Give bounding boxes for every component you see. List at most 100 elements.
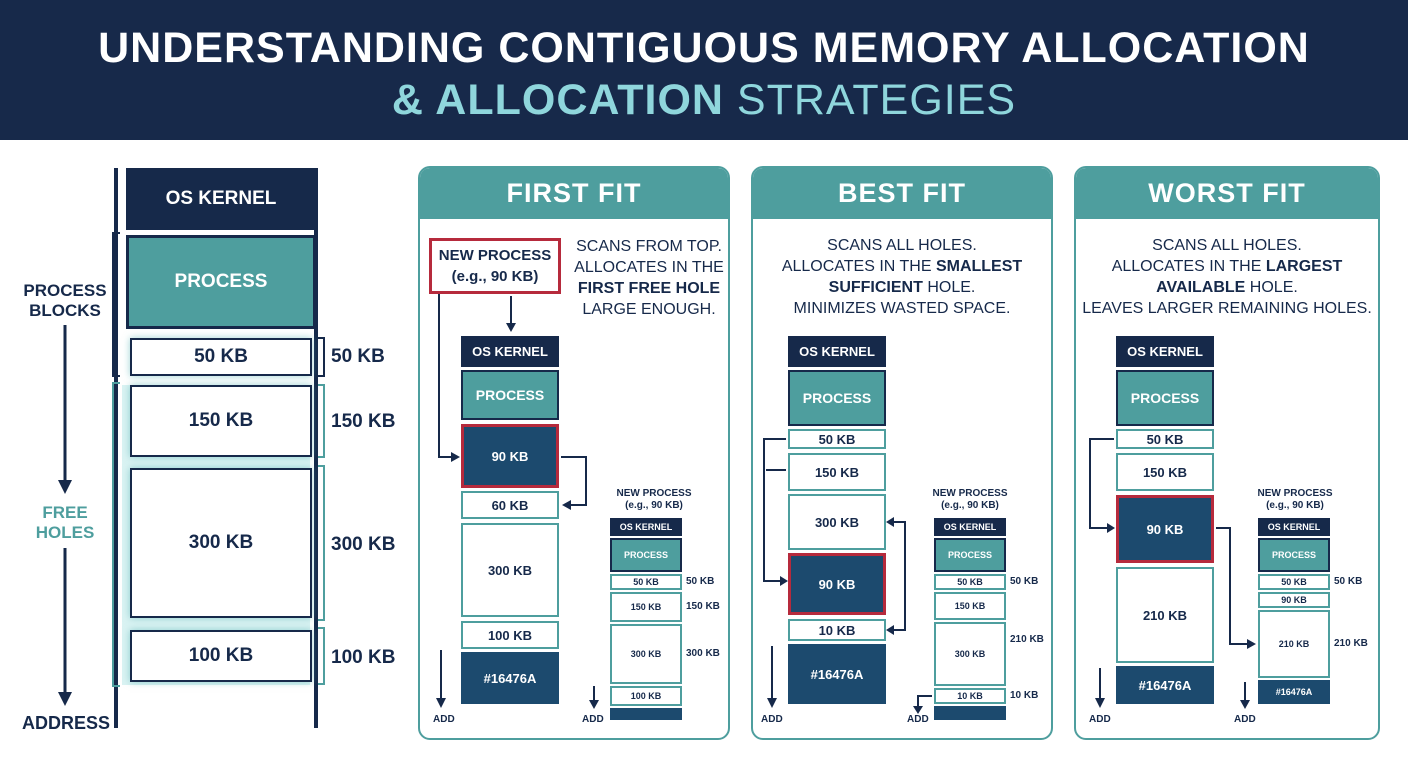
wf-desc-l2: ALLOCATES IN THE LARGEST <box>1076 256 1378 277</box>
bf-small-process: PROCESS <box>934 538 1006 572</box>
wf-desc-l3a: AVAILABLE <box>1156 279 1246 296</box>
ff-small-end <box>610 708 682 720</box>
bf-os-kernel: OS KERNEL <box>788 336 886 367</box>
wf-process: PROCESS <box>1116 370 1214 426</box>
bf-small-os-kernel: OS KERNEL <box>934 518 1006 536</box>
bf-process: PROCESS <box>788 370 886 426</box>
wf-small-side-210: 210 KB <box>1334 638 1368 649</box>
bf-hole-300: 300 KB <box>788 494 886 550</box>
ff-process: PROCESS <box>461 370 559 420</box>
worst-fit-panel: WORST FIT SCANS ALL HOLES. ALLOCATES IN … <box>1074 166 1380 740</box>
address-label: ADDRESS <box>22 713 111 733</box>
title-line-2: & ALLOCATION STRATEGIES <box>0 76 1408 125</box>
bf-desc-l2: ALLOCATES IN THE SMALLEST <box>753 256 1051 277</box>
free-holes-label-l2: HOLES <box>35 523 95 542</box>
ff-small-add-label: ADD <box>582 714 604 725</box>
ff-hole-60: 60 KB <box>461 491 559 519</box>
wf-os-kernel: OS KERNEL <box>1116 336 1214 367</box>
title-line-2-bold: & ALLOCATION <box>391 76 724 124</box>
bf-desc-l2a: ALLOCATES IN THE <box>781 258 936 275</box>
ff-small-new-process: NEW PROCESS (e.g., 90 KB) <box>604 488 704 512</box>
wf-desc-l3b: HOLE. <box>1245 279 1298 296</box>
bf-small-side-50: 50 KB <box>1010 576 1039 587</box>
ff-small-hole-50: 50 KB <box>610 574 682 590</box>
free-holes-label-l1: FREE <box>42 503 88 522</box>
first-fit-new-process-box: NEW PROCESS (e.g., 90 KB) <box>429 238 561 294</box>
best-fit-title: BEST FIT <box>753 168 1051 219</box>
wf-desc-l3: AVAILABLE HOLE. <box>1076 277 1378 298</box>
bf-small-hole-10: 10 KB <box>934 688 1006 704</box>
wf-small-os-kernel: OS KERNEL <box>1258 518 1330 536</box>
first-fit-panel: FIRST FIT NEW PROCESS (e.g., 90 KB) SCAN… <box>418 166 730 740</box>
worst-fit-title: WORST FIT <box>1076 168 1378 219</box>
bf-allocated-90: 90 KB <box>788 553 886 615</box>
bf-end-block: #16476A <box>788 644 886 704</box>
ff-allocated-90: 90 KB <box>461 424 559 488</box>
bf-small-np-l2: (e.g., 90 KB) <box>941 500 999 511</box>
bf-hole-10: 10 KB <box>788 619 886 641</box>
ff-small-hole-150: 150 KB <box>610 592 682 622</box>
bf-hole-150: 150 KB <box>788 453 886 491</box>
ff-hole-300: 300 KB <box>461 523 559 617</box>
best-fit-panel: BEST FIT SCANS ALL HOLES. ALLOCATES IN T… <box>751 166 1053 740</box>
ff-small-side-300: 300 KB <box>686 648 720 659</box>
overview-os-kernel: OS KERNEL <box>126 168 316 230</box>
wf-desc-l2b: LARGEST <box>1265 258 1343 275</box>
first-fit-desc-l1: SCANS FROM TOP. <box>576 238 722 255</box>
wf-small-process: PROCESS <box>1258 538 1330 572</box>
bf-desc-l3: SUFFICIENT HOLE. <box>753 277 1051 298</box>
overview-process: PROCESS <box>126 235 316 329</box>
bf-small-hole-150: 150 KB <box>934 592 1006 620</box>
bf-small-np-l1: NEW PROCESS <box>932 488 1008 499</box>
overview-side-50: 50 KB <box>331 346 385 367</box>
bf-desc-l2b: SMALLEST <box>935 258 1023 275</box>
bf-small-side-210: 210 KB <box>1010 634 1044 645</box>
bf-hole-50: 50 KB <box>788 429 886 449</box>
ff-end-block: #16476A <box>461 652 559 704</box>
wf-small-add-label: ADD <box>1234 714 1256 725</box>
wf-small-new-process: NEW PROCESS (e.g., 90 KB) <box>1245 488 1345 512</box>
ff-add-label: ADD <box>433 714 455 725</box>
bf-small-end <box>934 706 1006 720</box>
first-fit-desc-l2: ALLOCATES IN THE <box>574 259 724 276</box>
first-fit-desc-l3: FIRST FREE HOLE <box>577 280 721 297</box>
wf-add-label: ADD <box>1089 714 1111 725</box>
ff-small-side-50: 50 KB <box>686 576 715 587</box>
wf-small-hole-210: 210 KB <box>1258 610 1330 678</box>
ff-small-np-l2: (e.g., 90 KB) <box>625 500 683 511</box>
first-fit-desc-l4: LARGE ENOUGH. <box>582 301 716 318</box>
first-fit-description: SCANS FROM TOP. ALLOCATES IN THE FIRST F… <box>570 236 728 320</box>
overview-hole-300: 300 KB <box>130 468 312 618</box>
ff-small-hole-300: 300 KB <box>610 624 682 684</box>
ff-small-os-kernel: OS KERNEL <box>610 518 682 536</box>
wf-small-hole-50: 50 KB <box>1258 574 1330 590</box>
overview-hole-50: 50 KB <box>130 338 312 376</box>
ff-small-hole-100: 100 KB <box>610 686 682 706</box>
wf-end-block: #16476A <box>1116 666 1214 704</box>
ff-os-kernel: OS KERNEL <box>461 336 559 367</box>
free-holes-label: FREE HOLES <box>22 503 108 543</box>
overview-hole-100: 100 KB <box>130 630 312 682</box>
ff-small-process: PROCESS <box>610 538 682 572</box>
overview-side-150: 150 KB <box>331 411 396 432</box>
bf-desc-l3a: SUFFICIENT <box>828 279 923 296</box>
overview-hole-150: 150 KB <box>130 385 312 457</box>
ff-small-side-150: 150 KB <box>686 601 720 612</box>
first-fit-np-l1: NEW PROCESS <box>438 247 552 264</box>
wf-small-end: #16476A <box>1258 680 1330 704</box>
wf-small-hole-90: 90 KB <box>1258 592 1330 608</box>
wf-desc-l4: LEAVES LARGER REMAINING HOLES. <box>1082 300 1372 317</box>
wf-hole-50: 50 KB <box>1116 429 1214 449</box>
overview-side-100: 100 KB <box>331 647 396 668</box>
wf-hole-150: 150 KB <box>1116 453 1214 491</box>
wf-small-side-50: 50 KB <box>1334 576 1363 587</box>
wf-allocated-90: 90 KB <box>1116 495 1214 563</box>
bf-small-add-label: ADD <box>907 714 929 725</box>
bf-small-hole-50: 50 KB <box>934 574 1006 590</box>
bf-small-hole-300: 300 KB <box>934 622 1006 686</box>
wf-desc-l1: SCANS ALL HOLES. <box>1152 237 1302 254</box>
process-blocks-label-l2: BLOCKS <box>29 301 101 320</box>
ff-small-np-l1: NEW PROCESS <box>616 488 692 499</box>
overview-side-300: 300 KB <box>331 534 396 555</box>
process-blocks-label-l1: PROCESS <box>23 281 107 300</box>
